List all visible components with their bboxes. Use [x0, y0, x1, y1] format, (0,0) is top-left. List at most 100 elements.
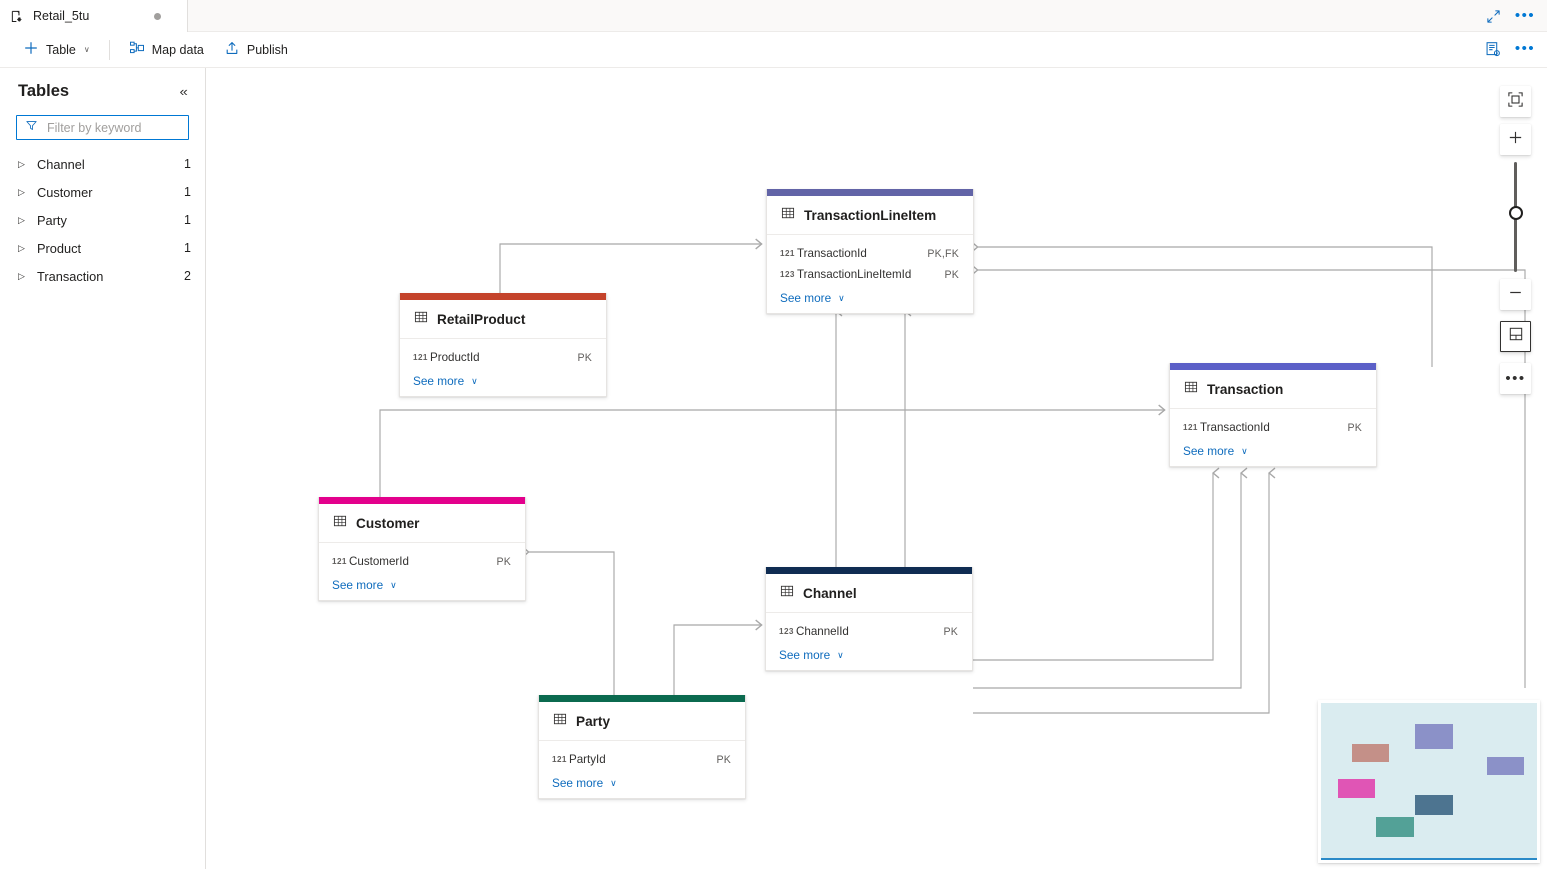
field-name: TransactionId	[1200, 421, 1270, 434]
node-color-bar	[767, 189, 973, 196]
minimap[interactable]	[1318, 700, 1540, 863]
field-row[interactable]: 121 TransactionId PK,FK	[767, 243, 973, 264]
table-node-channel[interactable]: Channel 123 ChannelId PK See more ∨	[765, 567, 973, 671]
edge-party-customer	[522, 546, 615, 695]
chevron-right-icon[interactable]: ▷	[18, 270, 25, 281]
node-header[interactable]: Customer	[319, 504, 525, 543]
edge-channel-transaction-1	[973, 467, 1220, 661]
field-type-icon: 123	[780, 270, 795, 279]
see-more-button[interactable]: See more ∨	[319, 572, 525, 593]
see-more-label: See more	[780, 291, 832, 305]
field-row[interactable]: 123 TransactionLineItemId PK	[767, 264, 973, 285]
node-header[interactable]: RetailProduct	[400, 300, 606, 339]
fit-to-screen-icon	[1507, 91, 1524, 113]
sidebar-item-customer[interactable]: ▷ Customer 1	[0, 178, 205, 206]
table-icon	[1184, 380, 1198, 399]
document-tab[interactable]: Retail_5tu	[0, 0, 188, 32]
chevron-right-icon[interactable]: ▷	[18, 158, 25, 169]
see-more-button[interactable]: See more ∨	[1170, 438, 1376, 459]
minimap-viewport-indicator[interactable]	[1321, 858, 1537, 860]
table-icon	[781, 206, 795, 225]
field-type-icon: 123	[779, 627, 794, 636]
field-row[interactable]: 123 ChannelId PK	[766, 621, 972, 642]
chevron-down-icon: ∨	[610, 777, 617, 788]
zoom-in-button[interactable]	[1500, 124, 1531, 155]
sidebar-item-party[interactable]: ▷ Party 1	[0, 206, 205, 234]
table-node-transactionlineitem[interactable]: TransactionLineItem 121 TransactionId PK…	[766, 189, 974, 314]
field-row[interactable]: 121 TransactionId PK	[1170, 417, 1376, 438]
see-more-button[interactable]: See more ∨	[767, 285, 973, 306]
canvas-more-label: •••	[1505, 369, 1526, 387]
node-color-bar	[766, 567, 972, 574]
node-title: Transaction	[1207, 381, 1284, 397]
map-data-button[interactable]: Map data	[120, 36, 213, 64]
field-row[interactable]: 121 PartyId PK	[539, 749, 745, 770]
see-more-label: See more	[413, 374, 465, 388]
see-more-button[interactable]: See more ∨	[766, 642, 972, 663]
plus-icon	[1507, 129, 1524, 151]
table-icon	[553, 712, 567, 731]
expand-icon[interactable]	[1479, 3, 1507, 29]
edge-channel-transaction-2	[973, 467, 1248, 689]
node-header[interactable]: TransactionLineItem	[767, 196, 973, 235]
tables-sidebar: Tables « ▷ Channel 1 ▷ Customer 1	[0, 68, 206, 869]
minimap-node-party	[1376, 817, 1414, 837]
canvas-more-button[interactable]: •••	[1500, 363, 1531, 394]
field-name: ChannelId	[796, 625, 849, 638]
command-separator	[108, 39, 110, 60]
publish-upload-icon	[224, 40, 240, 59]
chevron-right-icon[interactable]: ▷	[18, 186, 25, 197]
see-more-button[interactable]: See more ∨	[400, 368, 606, 389]
table-node-customer[interactable]: Customer 121 CustomerId PK See more ∨	[318, 497, 526, 601]
sidebar-item-channel[interactable]: ▷ Channel 1	[0, 150, 205, 178]
notes-settings-icon[interactable]	[1479, 36, 1507, 62]
edge-channel-transaction-3	[973, 467, 1276, 714]
sidebar-item-transaction[interactable]: ▷ Transaction 2	[0, 262, 205, 290]
field-key-badge: PK	[1347, 421, 1362, 434]
table-icon	[333, 514, 347, 533]
edge-retailproduct-transactionlineitem	[499, 238, 763, 293]
filter-input[interactable]	[45, 119, 180, 136]
field-row[interactable]: 121 ProductId PK	[400, 347, 606, 368]
see-more-button[interactable]: See more ∨	[539, 770, 745, 791]
table-node-retailproduct[interactable]: RetailProduct 121 ProductId PK See more …	[399, 293, 607, 397]
node-header[interactable]: Channel	[766, 574, 972, 613]
zoom-slider-thumb[interactable]	[1508, 206, 1523, 220]
chevron-down-icon: ∨	[837, 649, 844, 660]
auto-layout-button[interactable]	[1500, 321, 1531, 352]
see-more-label: See more	[332, 578, 384, 592]
chevron-right-icon[interactable]: ▷	[18, 242, 25, 253]
sidebar-item-label: Party	[37, 212, 67, 228]
node-header[interactable]: Party	[539, 702, 745, 741]
sidebar-item-product[interactable]: ▷ Product 1	[0, 234, 205, 262]
field-type-icon: 121	[780, 249, 795, 258]
table-node-party[interactable]: Party 121 PartyId PK See more ∨	[538, 695, 746, 799]
publish-button[interactable]: Publish	[215, 36, 297, 64]
titlebar-more-icon[interactable]: •••	[1511, 3, 1539, 29]
sidebar-item-label: Transaction	[37, 268, 104, 284]
erd-canvas[interactable]: TransactionLineItem 121 TransactionId PK…	[207, 68, 1547, 869]
unsaved-indicator-icon	[154, 12, 161, 20]
fit-to-screen-button[interactable]	[1500, 86, 1531, 117]
field-key-badge: PK,FK	[927, 247, 959, 260]
table-node-transaction[interactable]: Transaction 121 TransactionId PK See mor…	[1169, 363, 1377, 467]
field-name: ProductId	[430, 351, 480, 364]
field-name: PartyId	[569, 753, 606, 766]
chevron-right-icon[interactable]: ▷	[18, 214, 25, 225]
command-bar: Table ∨ Map data Publish	[0, 32, 1547, 68]
field-name: TransactionId	[797, 247, 867, 260]
collapse-panel-icon[interactable]: «	[179, 84, 188, 99]
table-icon	[780, 584, 794, 603]
zoom-slider[interactable]	[1500, 162, 1531, 272]
field-row[interactable]: 121 CustomerId PK	[319, 551, 525, 572]
node-header[interactable]: Transaction	[1170, 370, 1376, 409]
sidebar-item-count: 1	[184, 185, 191, 199]
node-fields: 121 TransactionId PK See more ∨	[1170, 409, 1376, 466]
command-bar-more-icon[interactable]: •••	[1511, 36, 1539, 62]
filter-field[interactable]	[16, 115, 189, 140]
see-more-label: See more	[779, 648, 831, 662]
minimap-surface[interactable]	[1321, 703, 1537, 860]
add-table-button[interactable]: Table ∨	[14, 36, 99, 64]
command-bar-more-label: •••	[1514, 40, 1536, 57]
zoom-out-button[interactable]	[1500, 279, 1531, 310]
